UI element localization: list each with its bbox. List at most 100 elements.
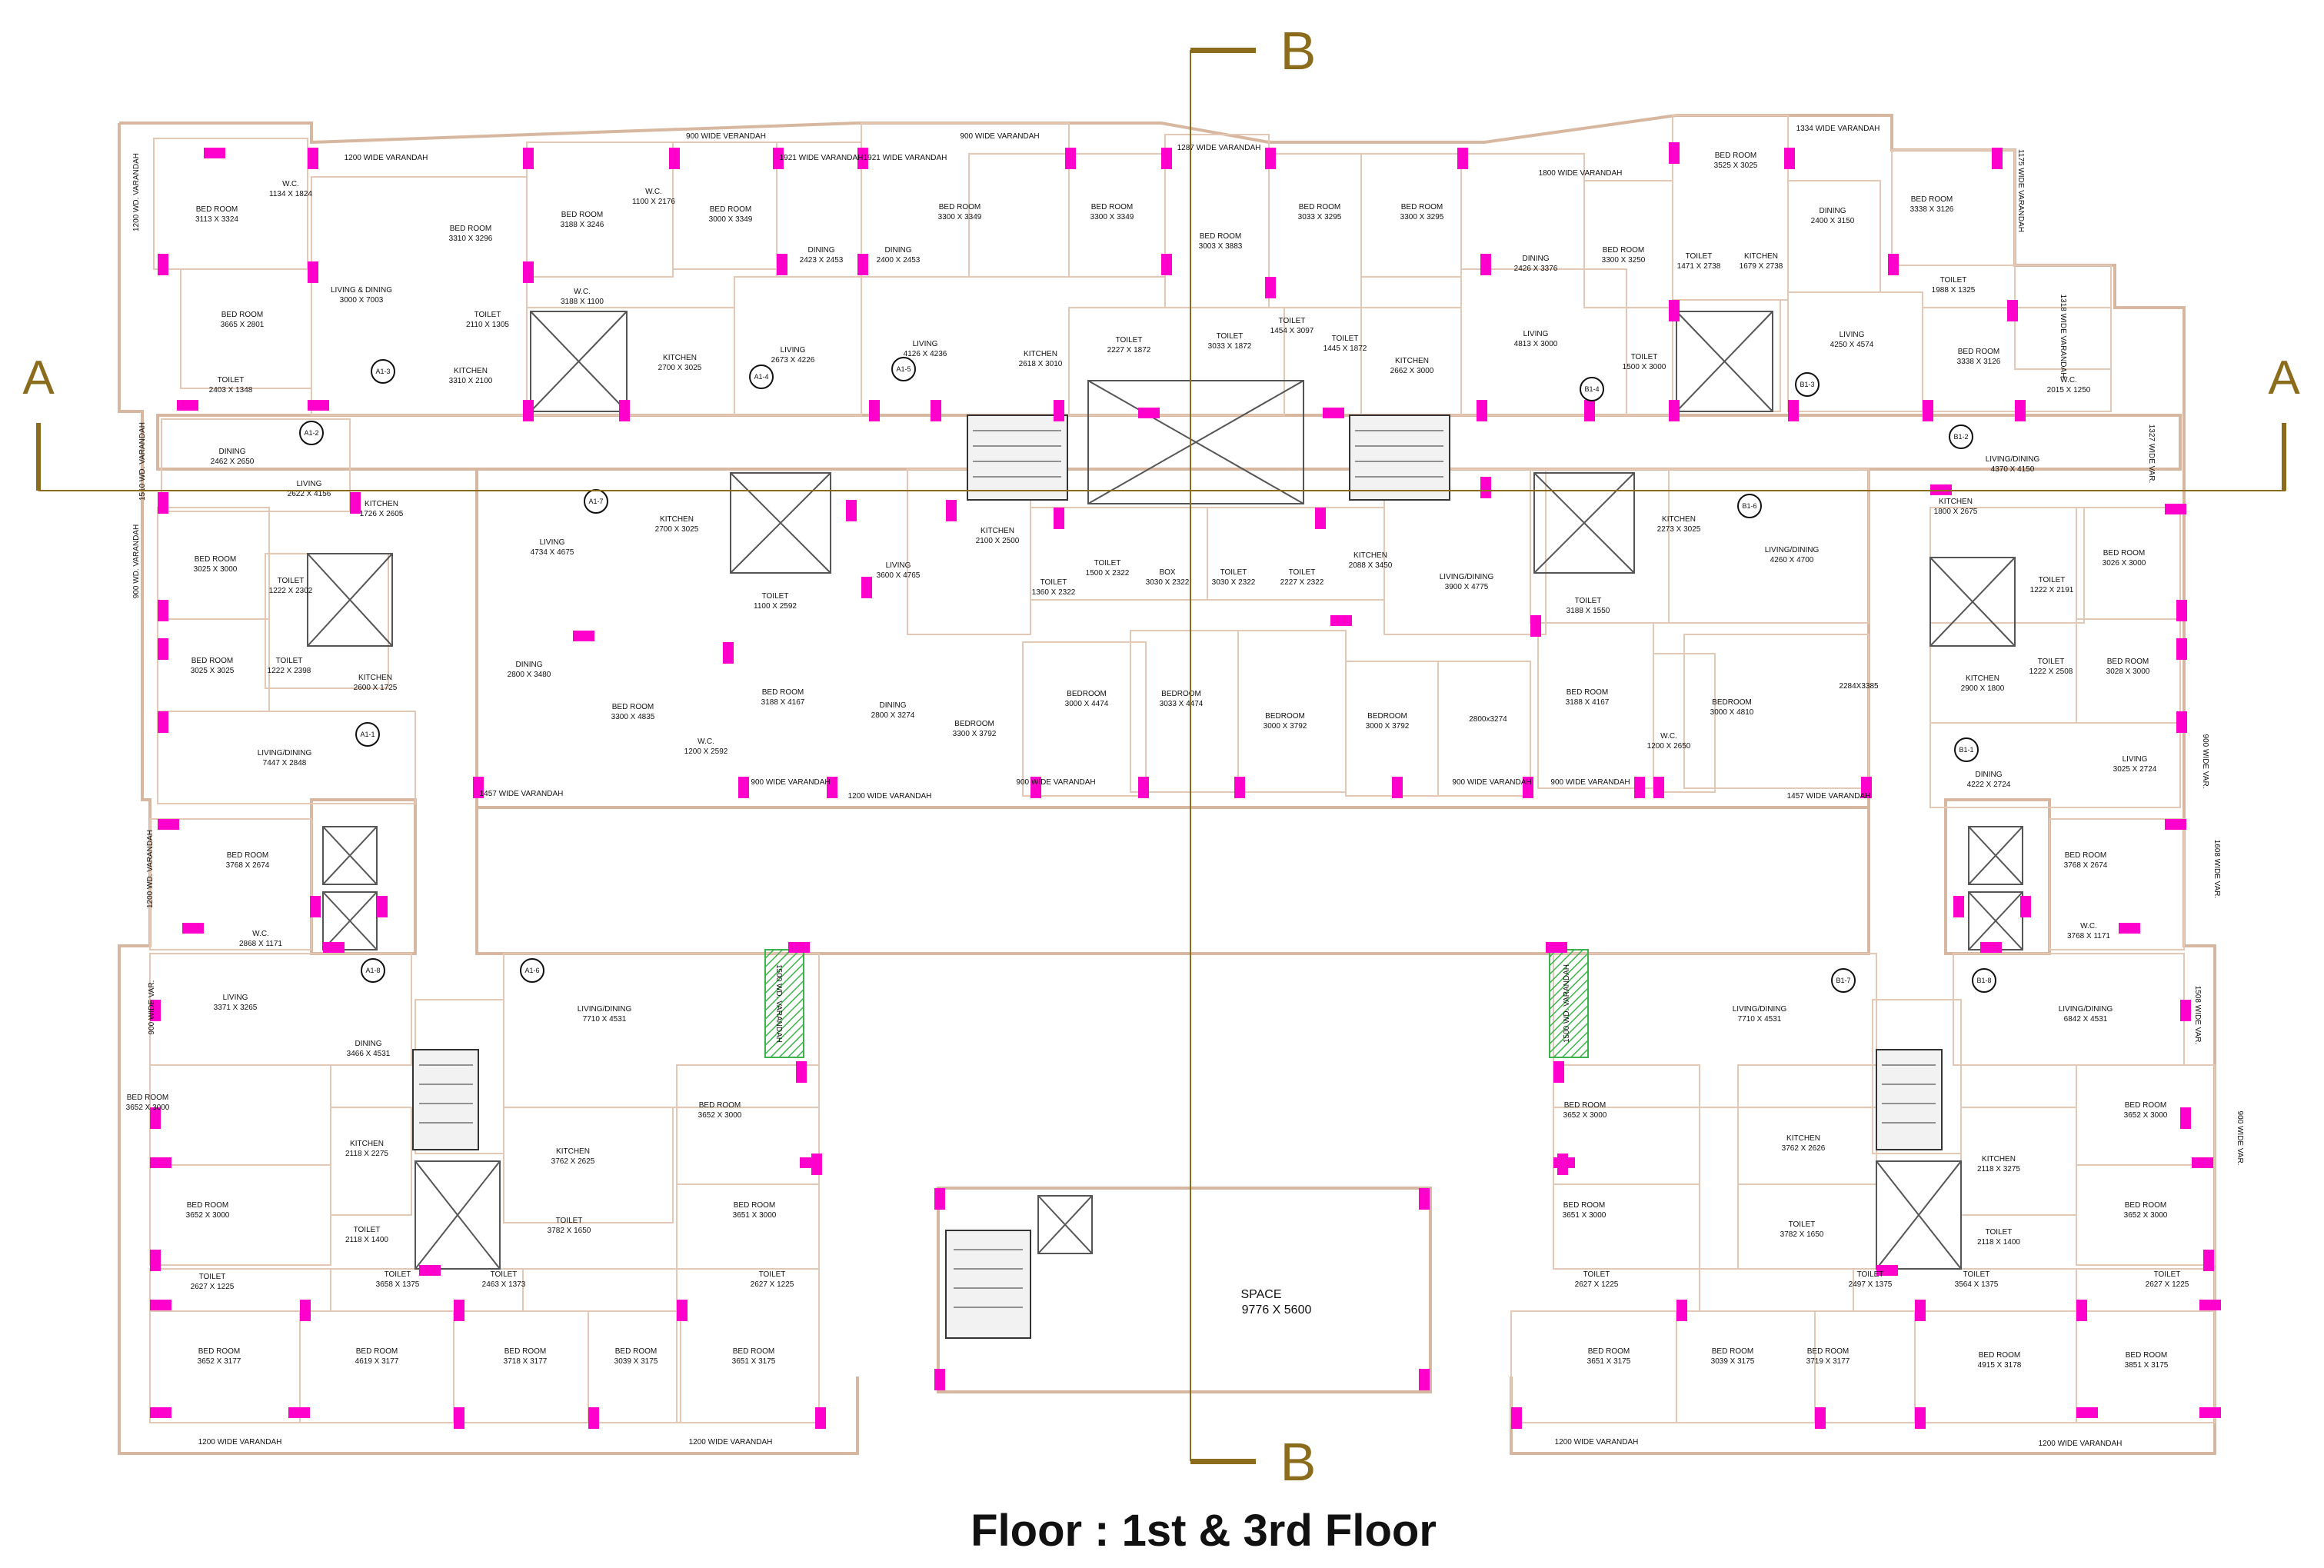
room-name: BED ROOM xyxy=(1091,203,1133,211)
room-size: 3652 X 3000 xyxy=(2124,1211,2168,1220)
svg-text:A1-4: A1-4 xyxy=(754,373,768,381)
room-size: 3039 X 3175 xyxy=(1711,1357,1755,1366)
verandah-label: 900 WD. VARANDAH xyxy=(132,524,141,599)
verandah-label: 900 WIDE VAR. xyxy=(2201,734,2209,789)
room-name: TOILET xyxy=(556,1217,583,1225)
verandah-label: 1175 WIDE VARANDAH xyxy=(2016,149,2025,232)
room-size: 1222 X 2191 xyxy=(2030,586,2074,594)
verandah-label: 1921 WIDE VARANDAH xyxy=(780,154,864,162)
room-name: TOILET xyxy=(1220,568,1247,577)
room-size: 1222 X 2508 xyxy=(2029,667,2073,676)
unit-tag: A1-7 xyxy=(584,489,608,514)
room-size: 1800 X 2675 xyxy=(1934,508,1978,516)
room-size: 2227 X 1872 xyxy=(1107,346,1151,355)
room-name: BED ROOM xyxy=(1564,1101,1606,1110)
room-name: BED ROOM xyxy=(2065,851,2106,860)
room-name: BED ROOM xyxy=(2107,657,2149,666)
room-size: 3039 X 3175 xyxy=(614,1357,658,1366)
room-size: 3564 X 1375 xyxy=(1955,1280,1999,1289)
room-size: 4619 X 3177 xyxy=(355,1357,399,1366)
room-size: 2284X3385 xyxy=(1839,682,1879,691)
room-name: TOILET xyxy=(474,311,501,319)
verandah-label: 1318 WIDE VARANDAH xyxy=(2059,295,2067,378)
room-size: 3466 X 4531 xyxy=(347,1050,391,1058)
room-name: BED ROOM xyxy=(939,203,981,211)
verandah-label: 900 WIDE VAR. xyxy=(2236,1111,2244,1166)
svg-text:B1-8: B1-8 xyxy=(1976,977,1991,984)
verandah-label: 1200 WIDE VARANDAH xyxy=(848,792,932,801)
room-name: BED ROOM xyxy=(191,657,233,665)
room-name: W.C. xyxy=(574,288,591,296)
room-size: 4813 X 3000 xyxy=(1514,340,1558,348)
room-name: TOILET xyxy=(1040,578,1067,587)
verandah-label: 1200 WIDE VARANDAH xyxy=(198,1438,282,1446)
room-name: LIVING/DINING xyxy=(258,749,312,757)
room-size: 3658 X 1375 xyxy=(376,1280,420,1289)
room-size: 1200 X 2650 xyxy=(1647,742,1691,751)
room-name: KITCHEN xyxy=(1744,252,1778,261)
room-name: KITCHEN xyxy=(1395,357,1429,365)
room-size: 7710 X 4531 xyxy=(1738,1015,1782,1024)
room-size: 2462 X 2650 xyxy=(211,458,255,466)
room-name: BEDROOM xyxy=(1067,690,1107,698)
room-name: LIVING/DINING xyxy=(1986,455,2040,464)
room-size: 3033 X 3295 xyxy=(1298,213,1342,221)
verandah-label: 1800 WIDE VARANDAH xyxy=(1539,169,1623,178)
room-size: 2118 X 3275 xyxy=(1977,1165,2020,1174)
unit-tag: B1-7 xyxy=(1831,968,1856,993)
unit-tag: B1-2 xyxy=(1949,424,1973,449)
room-name: TOILET xyxy=(1631,353,1658,361)
room-name: BED ROOM xyxy=(187,1201,228,1210)
verandah-label: 1500 WD. VARANDAH xyxy=(1563,964,1571,1043)
room-size: 1454 X 3097 xyxy=(1270,327,1314,335)
verandah-label: 900 WIDE VARANDAH xyxy=(1016,778,1095,787)
verandah-label: 1334 WIDE VARANDAH xyxy=(1796,125,1880,133)
room-name: TOILET xyxy=(2154,1270,2181,1279)
room-name: TOILET xyxy=(1857,1270,1884,1279)
room-name: BED ROOM xyxy=(1715,151,1756,160)
room-size: 3651 X 3000 xyxy=(733,1211,777,1220)
room-name: BED ROOM xyxy=(1588,1347,1630,1356)
room-name: BED ROOM xyxy=(2126,1351,2167,1360)
room-name: BED ROOM xyxy=(1712,1347,1753,1356)
room-name: BED ROOM xyxy=(710,205,751,214)
floor-title: Floor : 1st & 3rd Floor xyxy=(971,1506,1437,1556)
room-name: BED ROOM xyxy=(2103,549,2145,558)
room-size: 4126 X 4236 xyxy=(904,350,947,358)
room-name: TOILET xyxy=(1963,1270,1990,1279)
room-name: KITCHEN xyxy=(454,367,488,375)
room-name: TOILET xyxy=(354,1226,381,1234)
room-name: W.C. xyxy=(2060,376,2077,385)
room-size: 2700 X 3025 xyxy=(658,364,702,372)
room-name: BED ROOM xyxy=(450,225,491,233)
room-name: BED ROOM xyxy=(615,1347,657,1356)
verandah-label: 900 WIDE VARANDAH xyxy=(960,132,1039,141)
columns xyxy=(150,142,2221,1429)
room-size: 1200 X 2592 xyxy=(684,747,728,756)
room-name: KITCHEN xyxy=(660,515,694,524)
room-size: 3113 X 3324 xyxy=(195,215,238,224)
room-name: BED ROOM xyxy=(1979,1351,2020,1360)
verandah-label: 1200 WIDE VARANDAH xyxy=(2039,1440,2123,1448)
room-size: 1360 X 2322 xyxy=(1032,588,1076,597)
room-name: KITCHEN xyxy=(1982,1155,2016,1164)
room-size: 2403 X 1348 xyxy=(209,386,253,394)
room-size: 3188 X 1100 xyxy=(561,298,604,306)
room-name: BED ROOM xyxy=(221,311,263,319)
svg-text:A1-8: A1-8 xyxy=(365,967,380,974)
room-name: BED ROOM xyxy=(196,205,238,214)
room-size: 2627 X 1225 xyxy=(191,1283,235,1291)
verandah-label: 1457 WIDE VARANDAH xyxy=(480,790,564,798)
svg-text:A1-2: A1-2 xyxy=(304,429,318,437)
room-size: 3900 X 4775 xyxy=(1445,583,1489,591)
room-name: KITCHEN xyxy=(556,1147,590,1156)
room-size: 2618 X 3010 xyxy=(1019,360,1063,368)
room-size: 2627 X 1225 xyxy=(1575,1280,1619,1289)
room-size: 2800 X 3274 xyxy=(871,711,915,720)
room-name: LIVING & DINING xyxy=(331,286,392,295)
room-name: BED ROOM xyxy=(504,1347,546,1356)
room-size: 4915 X 3178 xyxy=(1978,1361,2022,1370)
room-name: BED ROOM xyxy=(127,1094,168,1102)
room-name: W.C. xyxy=(282,180,299,188)
